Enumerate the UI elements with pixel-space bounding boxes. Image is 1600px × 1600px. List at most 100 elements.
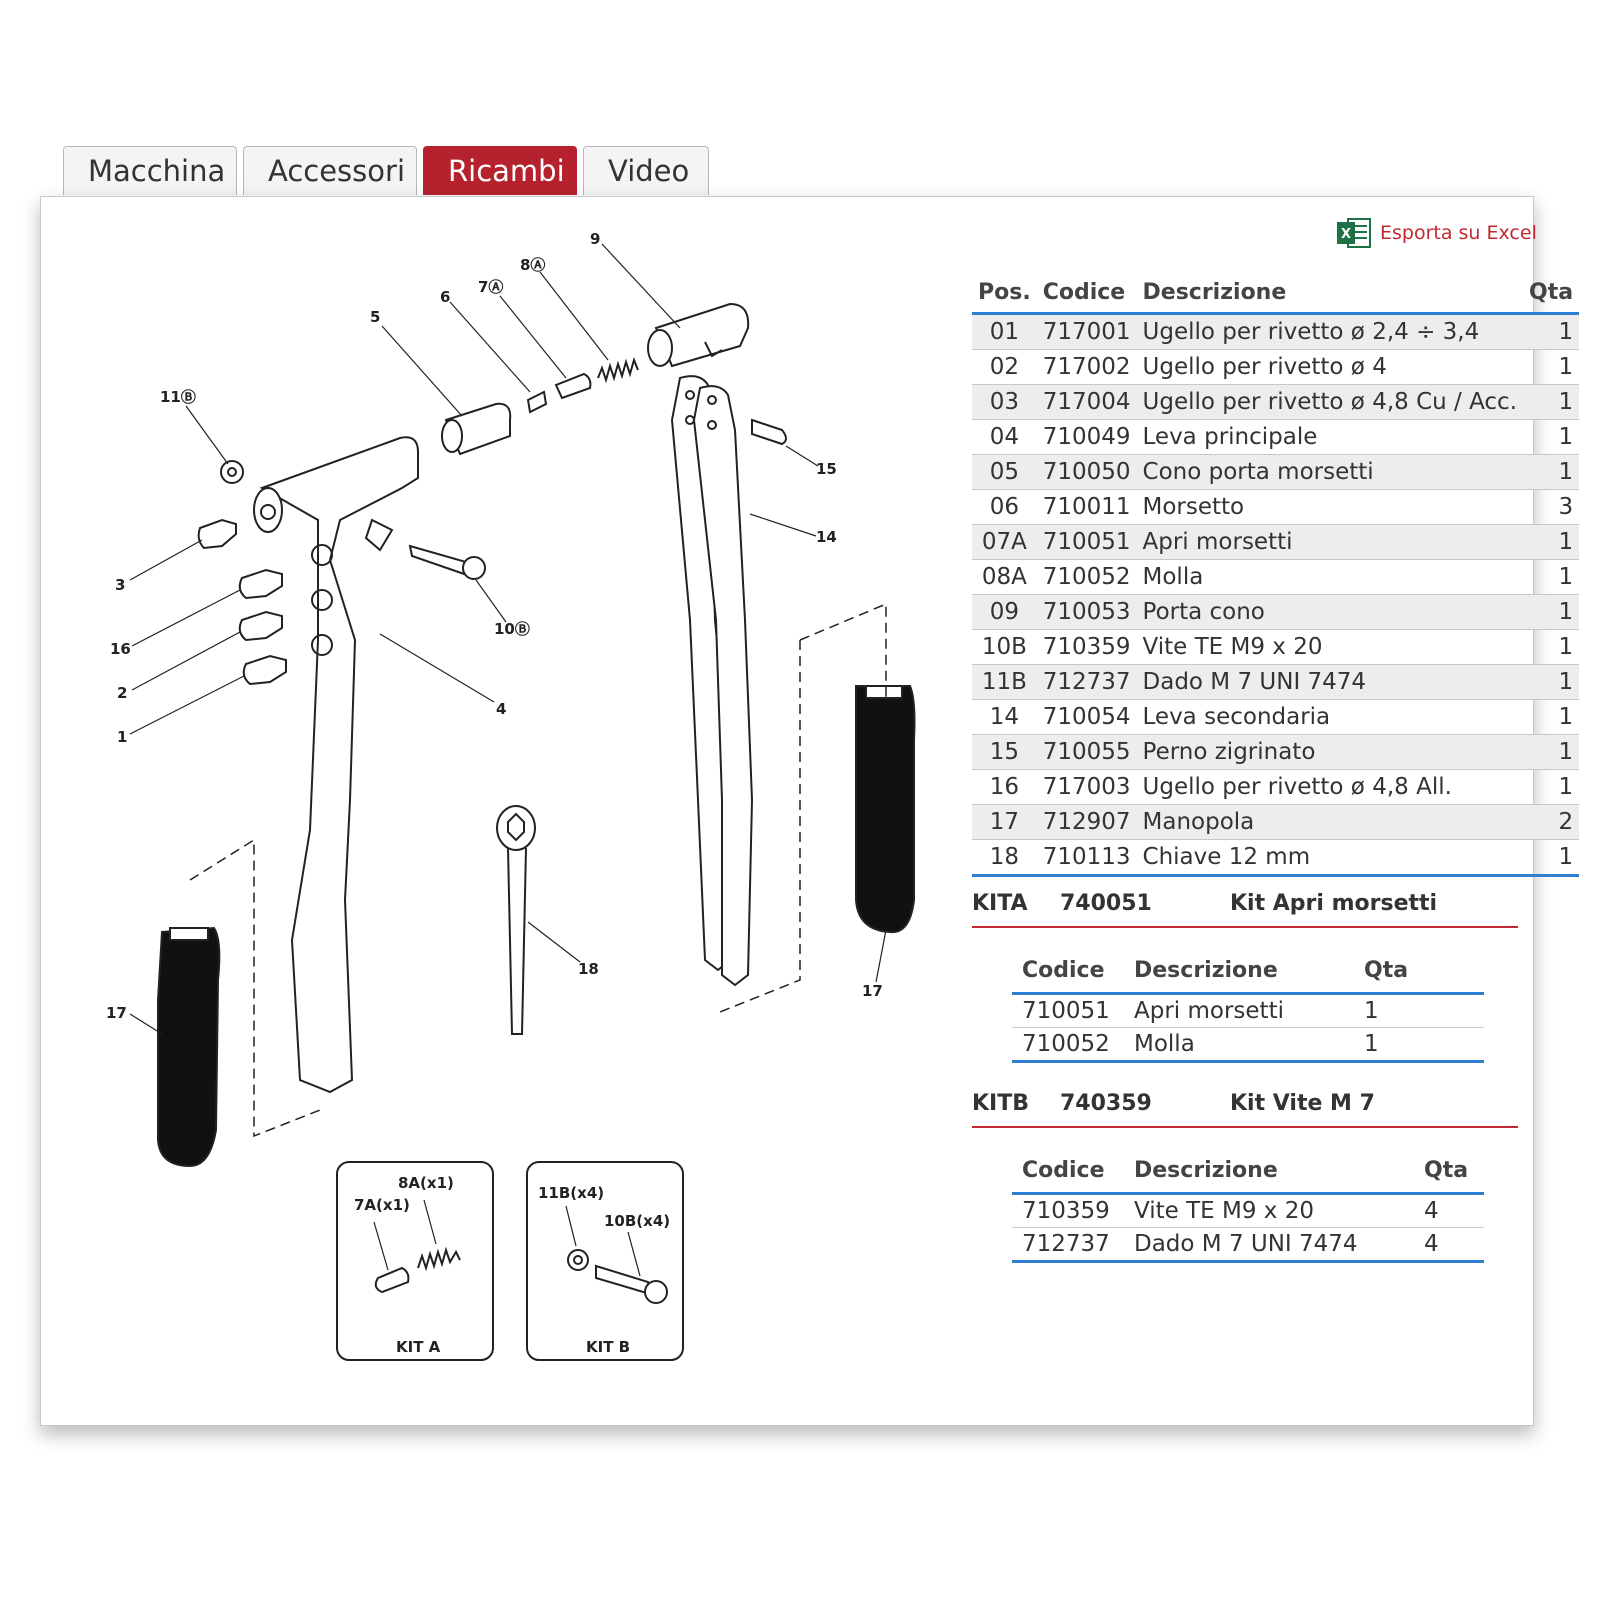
cell-desc: Porta cono [1136, 594, 1524, 630]
cell-qty: 1 [1523, 419, 1580, 455]
cell-code: 710055 [1036, 734, 1137, 770]
cell-pos: 01 [972, 313, 1037, 350]
parts-table-header: Pos. Codice Descrizione Qta [972, 272, 1580, 315]
cell-qty: 1 [1523, 594, 1580, 630]
cell-desc: Morsetto [1136, 489, 1524, 525]
header-code: Codice [1012, 948, 1124, 995]
cell-desc: Manopola [1136, 804, 1524, 840]
kit-a-box: 8A(x1) 7A(x1) KIT A [336, 1161, 494, 1361]
label-1: 1 [117, 728, 127, 746]
svg-text:8A(x1): 8A(x1) [398, 1174, 454, 1192]
cell-desc: Vite TE M9 x 20 [1124, 1193, 1414, 1228]
tab-accessori[interactable]: Accessori [243, 146, 417, 195]
tab-macchina[interactable]: Macchina [63, 146, 237, 195]
key-drawing [496, 805, 536, 1035]
svg-text:10B(x4): 10B(x4) [604, 1212, 670, 1230]
cell-qty: 1 [1523, 699, 1580, 735]
header-desc: Descrizione [1124, 1148, 1414, 1195]
svg-text:KIT A: KIT A [396, 1338, 441, 1356]
cell-code: 710051 [1036, 524, 1137, 560]
cell-code: 710359 [1036, 629, 1137, 665]
cell-code: 710050 [1036, 454, 1137, 490]
header-qty: Qta [1523, 272, 1580, 315]
nut-drawing [220, 460, 244, 484]
kit-b-id: KITB [972, 1090, 1030, 1116]
kit-b-box: 11B(x4) 10B(x4) KIT B [526, 1161, 684, 1361]
cell-code: 717003 [1036, 769, 1137, 805]
cell-code: 710053 [1036, 594, 1137, 630]
cell-pos: 05 [972, 454, 1037, 490]
cell-desc: Perno zigrinato [1136, 734, 1524, 770]
kit-a-code: 740051 [1060, 890, 1152, 916]
cell-pos: 07A [972, 524, 1037, 560]
label-16: 16 [110, 640, 131, 658]
cell-desc: Molla [1124, 1027, 1354, 1063]
nozzles-drawing [197, 518, 287, 686]
kit-b-code: 740359 [1060, 1090, 1152, 1116]
kit-a-id: KITA [972, 890, 1028, 916]
main-lever-drawing [253, 436, 419, 1094]
cell-qty: 1 [1523, 524, 1580, 560]
kit-b-name: Kit Vite M 7 [1230, 1090, 1375, 1116]
cell-desc: Ugello per rivetto ø 4 [1136, 349, 1524, 385]
export-excel-link[interactable]: X Esporta su Excel [1336, 216, 1537, 250]
cell-qty: 1 [1523, 769, 1580, 805]
cell-pos: 02 [972, 349, 1037, 385]
cell-qty: 2 [1523, 804, 1580, 840]
cone-holder-drawing [647, 302, 750, 368]
cell-qty: 1 [1354, 993, 1484, 1028]
header-qty: Qta [1354, 948, 1484, 995]
cell-pos: 04 [972, 419, 1037, 455]
label-4: 4 [496, 700, 506, 718]
header-desc: Descrizione [1124, 948, 1354, 995]
cell-pos: 03 [972, 384, 1037, 420]
label-11b: 11Ⓑ [160, 388, 196, 406]
kit-b-header: KITB 740359 Kit Vite M 7 [972, 1080, 1518, 1128]
label-15: 15 [816, 460, 837, 478]
screw-drawing [408, 544, 486, 580]
cell-qty: 1 [1523, 313, 1580, 350]
tab-ricambi[interactable]: Ricambi [423, 146, 577, 195]
cell-desc: Chiave 12 mm [1136, 839, 1524, 877]
label-6: 6 [440, 288, 450, 306]
cell-pos: 18 [972, 839, 1037, 877]
label-8a: 8Ⓐ [520, 256, 545, 274]
header-pos: Pos. [972, 272, 1037, 315]
cell-code: 710359 [1012, 1193, 1124, 1228]
cell-desc: Apri morsetti [1136, 524, 1524, 560]
exploded-parts-diagram: 9 8Ⓐ 7Ⓐ 6 5 11Ⓑ 3 16 2 1 10Ⓑ 4 15 14 18 … [106, 230, 916, 1361]
tab-video[interactable]: Video [583, 146, 709, 195]
cell-qty: 1 [1523, 839, 1580, 877]
cell-code: 710049 [1036, 419, 1137, 455]
cell-pos: 11B [972, 664, 1037, 700]
excel-icon: X [1336, 216, 1372, 250]
header-desc: Descrizione [1136, 272, 1524, 315]
cell-code: 712737 [1036, 664, 1137, 700]
cell-desc: Ugello per rivetto ø 4,8 Cu / Acc. [1136, 384, 1524, 420]
svg-text:KIT B: KIT B [586, 1338, 630, 1356]
cell-qty: 1 [1523, 734, 1580, 770]
cell-desc: Leva secondaria [1136, 699, 1524, 735]
export-label[interactable]: Esporta su Excel [1380, 222, 1537, 244]
cell-pos: 17 [972, 804, 1037, 840]
cell-qty: 1 [1523, 384, 1580, 420]
cell-desc: Cono porta morsetti [1136, 454, 1524, 490]
cell-code: 710052 [1036, 559, 1137, 595]
label-10b: 10Ⓑ [494, 620, 530, 638]
cell-desc: Dado M 7 UNI 7474 [1136, 664, 1524, 700]
label-5: 5 [370, 308, 380, 326]
